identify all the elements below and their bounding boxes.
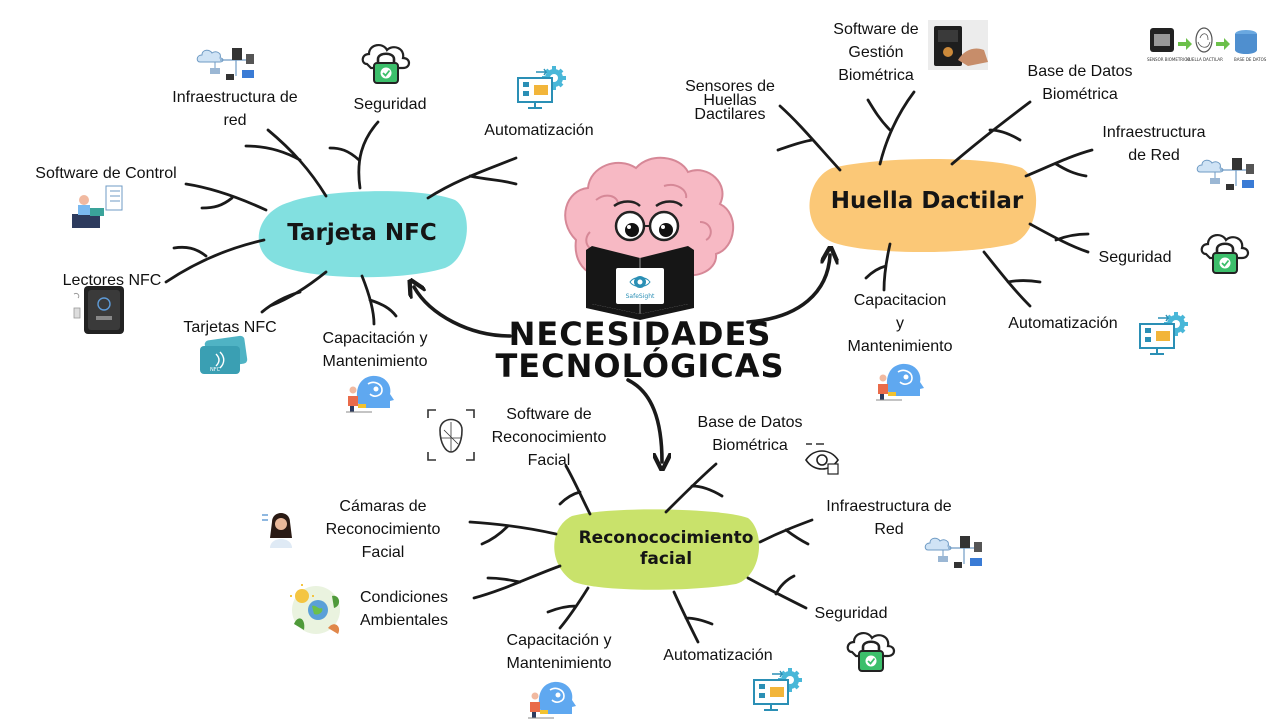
nfc-padlock-cloud-icon: [361, 43, 411, 85]
arrow-to-face: [626, 378, 662, 462]
branch-nfc-security: [328, 120, 380, 190]
nfc-software-label: Software de Control: [35, 165, 177, 182]
fp-software-label: Software de Gestión Biométrica: [833, 21, 919, 84]
face-software-label: Software de Reconocimiento Facial: [491, 406, 607, 469]
nfc-reader-icon: [73, 286, 124, 334]
fp-padlock-cloud-icon: [1200, 233, 1250, 275]
face-security-label: Seguridad: [814, 605, 888, 622]
face-database-label: Base de Datos Biométrica: [697, 414, 803, 454]
fp-training-label: Capacitacion y Mantenimiento: [847, 292, 953, 355]
hub-nfc: Tarjeta NFC: [287, 220, 437, 246]
nfc-training-label: Capacitación y Mantenimiento: [322, 330, 428, 370]
branch-nfc-infra: [244, 128, 328, 198]
face-padlock-cloud-icon: [846, 631, 896, 673]
nfc-card-icon: NFC: [200, 335, 248, 374]
face-automation-label: Automatización: [663, 647, 773, 664]
face-conditions-label: Condiciones Ambientales: [359, 589, 449, 629]
branch-nfc-cards: [260, 270, 328, 314]
branch-nfc-readers: [164, 238, 266, 284]
face-hub-bubble: [554, 509, 760, 590]
branch-nfc-automation: [426, 156, 518, 200]
branch-face-software: [558, 464, 592, 516]
fp-database-label: Base de Datos Biométrica: [1027, 63, 1133, 103]
branch-face-conditions: [472, 564, 562, 600]
face-ai-head-icon: [527, 681, 577, 719]
arrow-to-nfc: [414, 287, 512, 338]
face-cameras-label: Cámaras de Reconocimiento Facial: [325, 498, 441, 561]
central-title: NECESIDADES TECNOLÓGICAS: [495, 315, 785, 385]
branch-nfc-software: [184, 182, 268, 212]
environment-icon: [290, 584, 340, 634]
hub-fingerprint: Huella Dactilar: [830, 188, 1024, 214]
branch-face-database: [664, 462, 724, 514]
branch-fp-sensors: [776, 104, 842, 172]
flow-label-fingerprint: HUELLA DACTILAR: [1186, 57, 1223, 62]
nfc-security-label: Seguridad: [353, 96, 427, 113]
branch-fp-training: [864, 242, 892, 292]
control-software-icon: [72, 185, 123, 228]
face-scan-icon: [427, 409, 475, 461]
person-photo-icon: [260, 508, 300, 548]
branch-fp-automation: [982, 250, 1042, 308]
branch-face-automation: [672, 590, 714, 644]
arrow-to-fingerprint: [746, 255, 830, 324]
branch-fp-infra: [1024, 148, 1094, 178]
fp-ai-head-icon: [875, 363, 925, 401]
brain-logo-text: SafeSight: [626, 293, 655, 300]
nfc-cards-label: Tarjetas NFC: [183, 319, 277, 336]
eye-scan-icon: [805, 443, 839, 475]
nfc-automation-label: Automatización: [484, 122, 594, 139]
nfc-readers-label: Lectores NFC: [62, 272, 162, 289]
nfc-automation-icon: [516, 64, 568, 110]
nfc-infra-label: Infraestructura de red: [172, 89, 298, 129]
fp-automation-icon: [1138, 310, 1190, 356]
branch-fp-database: [950, 100, 1032, 166]
flow-label-sensor: SENSOR BIOMETRICO: [1147, 57, 1190, 62]
branch-fp-software: [866, 90, 916, 166]
branch-nfc-training: [360, 274, 398, 326]
branch-face-security: [746, 574, 808, 610]
nfc-network-icon: [196, 47, 255, 81]
fp-automation-label: Automatización: [1008, 315, 1118, 332]
brain-illustration: [564, 156, 735, 320]
branch-face-cameras: [468, 520, 558, 546]
biometric-flow-icon: [1150, 27, 1257, 54]
branch-face-training: [546, 586, 590, 630]
flow-label-database: BASE DE DATOS: [1234, 57, 1267, 62]
face-automation-icon: [752, 666, 804, 712]
hub-face: Reconococimiento facial: [578, 528, 754, 569]
nfc-ai-head-icon: [345, 375, 395, 413]
face-infra-label: Infraestructura de Red: [826, 498, 952, 538]
nfc-hub-bubble: [258, 191, 467, 278]
fp-security-label: Seguridad: [1098, 249, 1172, 266]
branch-face-infra: [758, 518, 814, 546]
face-training-label: Capacitación y Mantenimiento: [506, 632, 612, 672]
fingerprint-hub-bubble: [809, 159, 1037, 253]
fingerprint-terminal-photo: [928, 20, 988, 70]
fp-sensors-label: Sensores de Huellas Dactilares: [685, 78, 775, 123]
branch-fp-security: [1028, 222, 1090, 254]
fp-infra-label: Infraestructura de Red: [1102, 124, 1206, 164]
svg-text:NFC: NFC: [210, 367, 221, 373]
